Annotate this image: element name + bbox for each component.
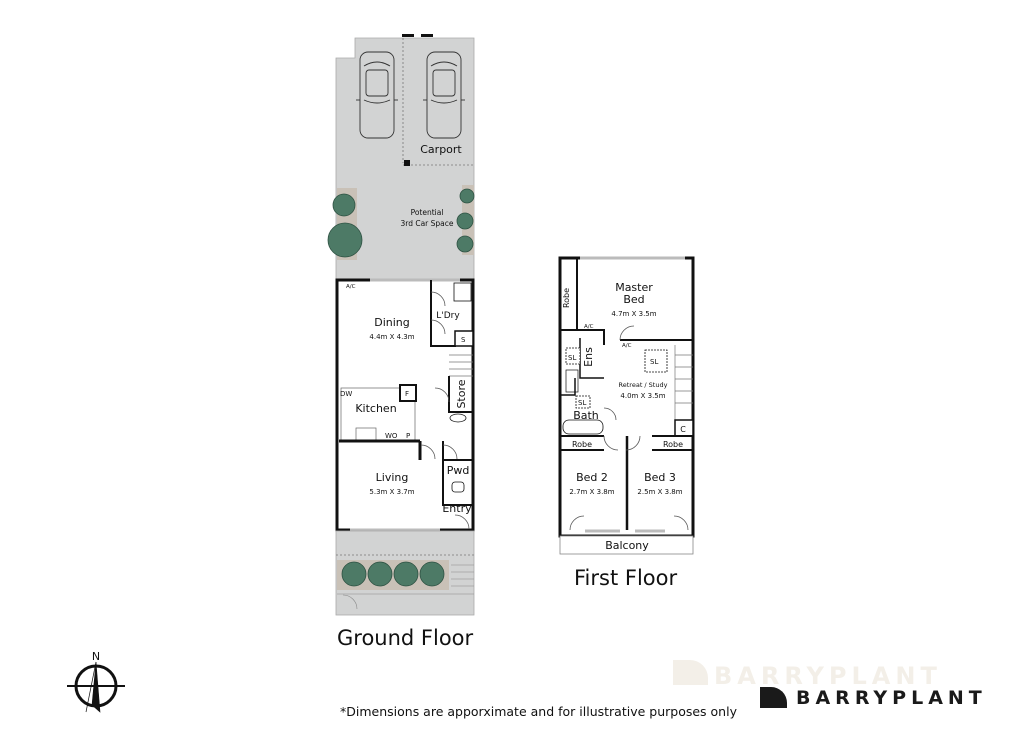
potential-label-1: Potential [411,208,444,217]
front-yard [335,530,475,616]
store-label: Store [455,379,468,408]
robe-master-label: Robe [562,288,571,308]
ground-floor-walls [335,278,475,532]
svg-text:WO: WO [385,432,398,440]
brand-watermark [673,660,708,685]
ensuite-label: Ens [582,347,595,367]
potential-label-2: 3rd Car Space [400,219,453,228]
bed3-label: Bed 3 [644,471,676,484]
first-floor-walls [558,256,695,555]
bed3-dims: 2.5m X 3.8m [637,488,682,496]
carport-area [327,34,475,281]
entry-label: Entry [442,502,472,515]
svg-text:F: F [405,390,409,398]
svg-text:A/C: A/C [346,284,356,290]
brand-logo-icon [760,687,787,708]
car-icon [423,51,465,139]
first-door-swings [569,325,689,531]
svg-text:S: S [461,336,466,344]
ground-fixture-labels: A/C DW F WO P S [340,284,466,440]
robe2-label: Robe [572,440,592,449]
svg-text:P: P [406,432,410,440]
dining-label: Dining [374,316,410,329]
master-label-1: Master [615,281,653,294]
master-dims: 4.7m X 3.5m [611,310,656,318]
cupboard-label: C [680,425,686,434]
compass-north-label: N [92,650,100,663]
disclaimer: *Dimensions are apporximate and for illu… [340,704,737,719]
bath-label: Bath [573,409,599,422]
dining-dims: 4.4m X 4.3m [369,333,414,341]
first-floor-title: First Floor [574,566,678,590]
pwd-label: Pwd [447,464,470,477]
svg-text:SL: SL [568,354,576,362]
balcony-label: Balcony [605,539,649,552]
car-icon [356,51,398,139]
ground-floor-title: Ground Floor [337,626,474,650]
tree-icon [341,561,445,587]
tree-icon [327,188,475,258]
bed2-dims: 2.7m X 3.8m [569,488,614,496]
svg-text:A/C: A/C [622,343,632,349]
kitchen-label: Kitchen [355,402,396,415]
brand-watermark-text: BARRYPLANT [714,662,942,690]
compass-icon [67,661,125,713]
carport-label: Carport [420,143,462,156]
master-label-2: Bed [623,293,644,306]
svg-text:DW: DW [340,390,352,398]
living-label: Living [376,471,409,484]
door-swings [420,291,470,530]
living-dims: 5.3m X 3.7m [369,488,414,496]
retreat-dims: 4.0m X 3.5m [620,392,665,400]
retreat-label: Retreat / Study [619,381,668,389]
brand-name: BARRYPLANT [796,687,987,709]
robe3-label: Robe [663,440,683,449]
laundry-label: L'Dry [436,311,460,321]
svg-text:SL: SL [650,358,658,366]
svg-text:A/C: A/C [584,324,594,330]
first-fixture-labels: A/C A/C SL SL SL [568,324,658,407]
bed2-label: Bed 2 [576,471,608,484]
svg-text:SL: SL [578,399,586,407]
